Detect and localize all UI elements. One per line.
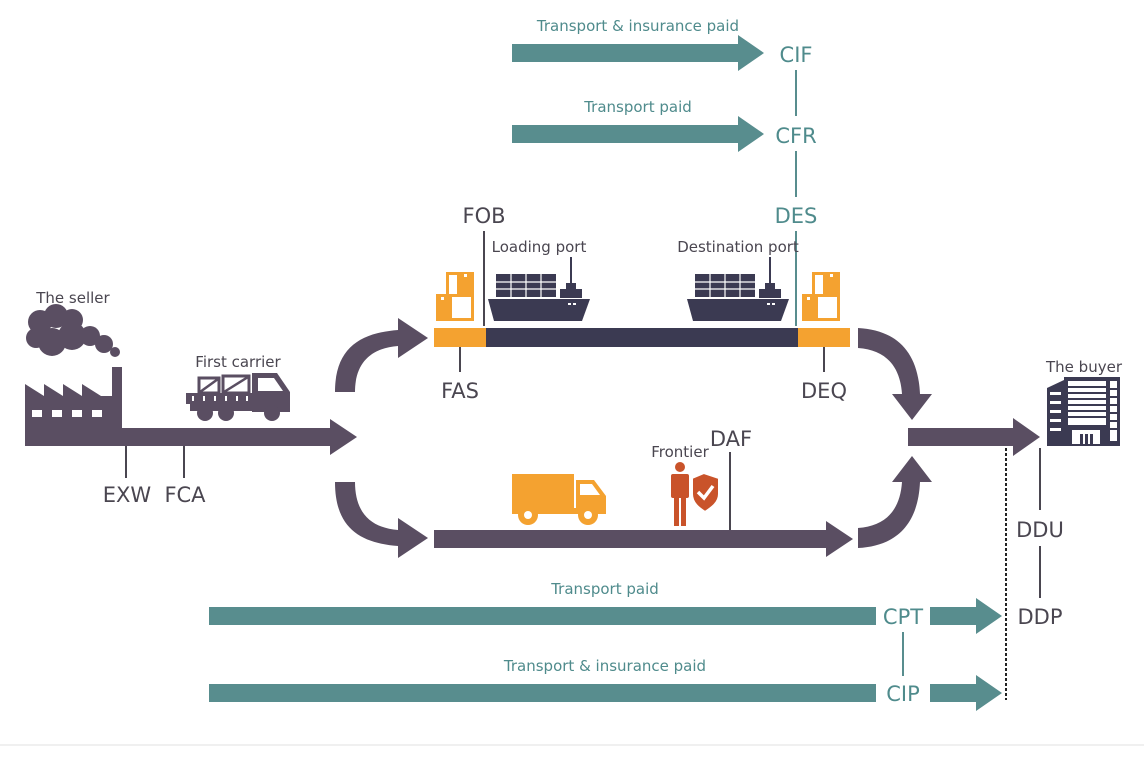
first-carrier-label: First carrier (195, 353, 281, 371)
term-daf: DAF (710, 427, 752, 451)
cpt-cost-arrowhead (930, 598, 1002, 634)
term-fob: FOB (462, 204, 505, 228)
buyer-label: The buyer (1045, 358, 1123, 376)
cif-arrow-label: Transport & insurance paid (536, 17, 739, 35)
term-deq: DEQ (801, 379, 847, 403)
seller-label: The seller (35, 289, 110, 307)
cif-cost-arrow (512, 35, 764, 71)
frontier-label: Frontier (651, 443, 709, 461)
cargo-boxes-icon (802, 272, 840, 321)
term-cpt: CPT (883, 605, 923, 629)
term-des: DES (775, 204, 818, 228)
origin-quay-segment (434, 328, 486, 347)
loading-port-label: Loading port (492, 238, 587, 256)
cfr-arrow-label: Transport paid (583, 98, 692, 116)
factory-icon (25, 367, 124, 446)
customs-officer-shield-icon (671, 462, 720, 526)
cpt-arrow-label: Transport paid (550, 580, 659, 598)
sea-route-bar (486, 328, 798, 347)
term-fca: FCA (164, 483, 206, 507)
delivery-truck-icon (512, 474, 606, 525)
flatbed-truck-icon (186, 373, 290, 421)
cip-arrow-label: Transport & insurance paid (503, 657, 706, 675)
term-cif: CIF (780, 43, 813, 67)
cip-cost-bar (209, 684, 876, 702)
cfr-cost-arrow (512, 116, 764, 152)
term-ddu: DDU (1016, 518, 1064, 542)
destination-port-label: Destination port (677, 238, 799, 256)
cpt-cost-bar (209, 607, 876, 625)
split-down-arrow (335, 482, 428, 558)
smoke-icon (26, 304, 120, 357)
cip-cost-arrowhead (930, 675, 1002, 711)
merge-down-arrow (858, 328, 932, 420)
destination-quay-segment (798, 328, 850, 347)
container-ship-icon (687, 257, 789, 321)
term-fas: FAS (441, 379, 479, 403)
term-cfr: CFR (775, 124, 816, 148)
land-route-arrow (434, 521, 853, 557)
merge-up-arrow (858, 456, 932, 548)
term-ddp: DDP (1017, 605, 1062, 629)
term-exw: EXW (103, 483, 152, 507)
container-ship-icon (488, 257, 590, 321)
term-cip: CIP (886, 682, 920, 706)
to-buyer-arrow (908, 418, 1040, 456)
seller-to-carrier-arrow (120, 419, 357, 455)
cargo-boxes-icon (436, 272, 474, 321)
office-building-icon (1047, 377, 1120, 446)
split-up-arrow (335, 318, 428, 392)
